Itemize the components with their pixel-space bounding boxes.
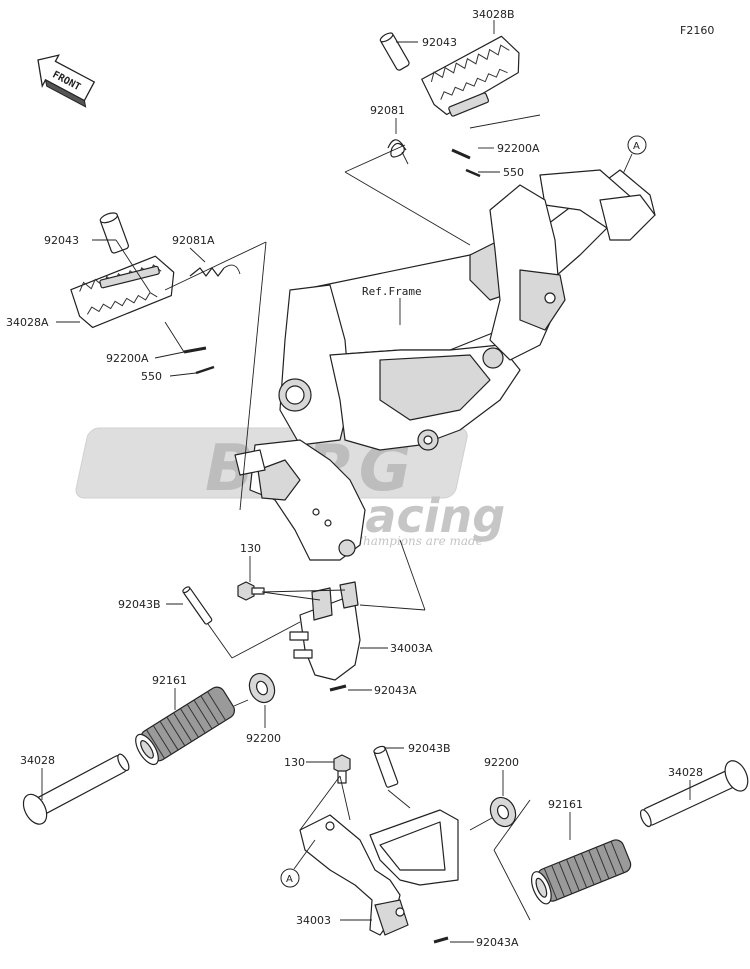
bracket-34003a xyxy=(182,581,361,692)
left-leaders xyxy=(56,239,267,511)
lower-leaders xyxy=(41,688,266,800)
label-bot-130: 130 xyxy=(284,756,305,769)
label-lower-92161: 92161 xyxy=(152,674,187,687)
label-left-92043: 92043 xyxy=(44,234,79,247)
label-mid-92043b: 92043B xyxy=(118,598,161,611)
label-left-550: 550 xyxy=(141,370,162,383)
bottom-leaders xyxy=(299,747,691,943)
label-bot-92043a: 92043A xyxy=(476,936,519,949)
footpeg-right-top xyxy=(379,32,520,178)
label-top-550: 550 xyxy=(503,166,524,179)
marker-a-bottom-label: A xyxy=(286,874,293,885)
label-bot-92200: 92200 xyxy=(484,756,519,769)
label-top-92081: 92081 xyxy=(370,104,405,117)
label-mid-92043a: 92043A xyxy=(374,684,417,697)
label-top-92200a: 92200A xyxy=(497,142,540,155)
passenger-peg-left xyxy=(22,672,276,825)
passenger-peg-right xyxy=(489,760,749,905)
label-top-34028b: 34028B xyxy=(472,8,515,21)
frame xyxy=(234,169,656,561)
top-leaders xyxy=(344,20,541,246)
label-lower-34028: 34028 xyxy=(20,754,55,767)
label-left-92081a: 92081A xyxy=(172,234,215,247)
label-top-92043: 92043 xyxy=(422,36,457,49)
bracket-34003 xyxy=(299,745,459,944)
label-left-92200a: 92200A xyxy=(106,352,149,365)
label-bot-34003: 34003 xyxy=(296,914,331,927)
label-bot-34028: 34028 xyxy=(668,766,703,779)
figure-code: F2160 xyxy=(680,24,714,37)
label-mid-130: 130 xyxy=(240,542,261,555)
ref-frame-label: Ref.Frame xyxy=(362,285,422,298)
mid-leaders xyxy=(166,539,426,691)
front-arrow-icon: FRONT xyxy=(37,54,96,108)
marker-a-bottom: A xyxy=(280,839,316,888)
label-mid-34003a: 34003A xyxy=(390,642,433,655)
label-bot-92161: 92161 xyxy=(548,798,583,811)
marker-a-top-label: A xyxy=(633,141,640,152)
label-left-34028a: 34028A xyxy=(6,316,49,329)
label-lower-92200: 92200 xyxy=(246,732,281,745)
label-bot-92043b: 92043B xyxy=(408,742,451,755)
